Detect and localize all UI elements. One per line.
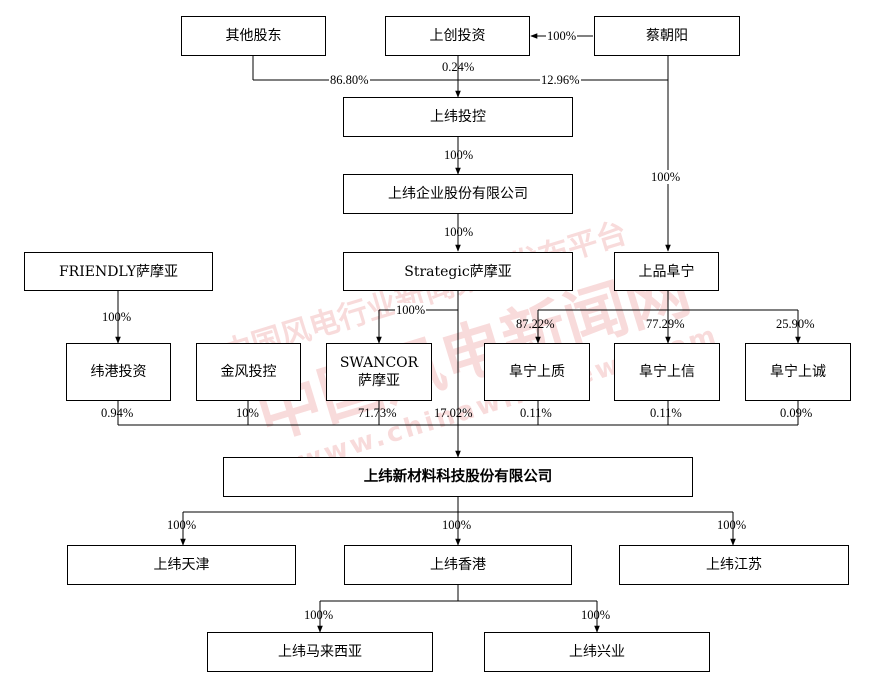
pct-invest-to-enterprise: 100% [444,148,474,162]
box-weigang-invest: 纬港投资 [66,343,171,401]
box-shangpin-funing: 上品阜宁 [614,252,719,291]
pct-main-to-hongkong: 100% [442,518,472,532]
box-shangwei-jiangsu: 上纬江苏 [619,545,849,585]
pct-main-to-tianjin: 100% [167,518,197,532]
pct-strategic-to-swancor: 100% [395,303,427,317]
pct-cai-to-shangpin: 100% [650,170,682,184]
box-jinfeng-holding: 金风投控 [196,343,301,401]
box-shangwei-enterprise: 上纬企业股份有限公司 [343,174,573,214]
pct-main-to-jiangsu: 100% [717,518,747,532]
pct-cai-to-shangchuang: 100% [546,29,578,43]
box-other-shareholders: 其他股东 [181,16,326,56]
pct-other-to-invest: 86.80% [329,73,370,87]
pct-swancor-share: 71.73% [358,406,397,420]
pct-shangpin-to-xin: 77.29% [646,317,685,331]
box-strategic-samoa: Strategic萨摩亚 [343,252,573,291]
box-shangwei-xingye: 上纬兴业 [484,632,710,672]
box-shangchuang-invest: 上创投资 [385,16,530,56]
box-funing-shangcheng: 阜宁上诚 [745,343,851,401]
pct-enterprise-to-strategic: 100% [444,225,474,239]
pct-hk-to-xingye: 100% [581,608,611,622]
pct-friendly-to-weigang: 100% [102,310,132,324]
pct-shangchuang-to-invest: 0.24% [442,60,475,74]
pct-cai-to-invest: 12.96% [540,73,581,87]
box-main-company: 上纬新材料科技股份有限公司 [223,457,693,497]
box-shangwei-invest-holding: 上纬投控 [343,97,573,137]
box-funing-shangxin: 阜宁上信 [614,343,720,401]
box-cai-zhaoyang: 蔡朝阳 [594,16,740,56]
pct-weigang-share: 0.94% [101,406,134,420]
box-friendly-samoa: FRIENDLY萨摩亚 [24,252,213,291]
pct-strategic-share: 17.02% [434,406,473,420]
box-funing-shangzhi: 阜宁上质 [484,343,590,401]
pct-xin-share: 0.11% [650,406,682,420]
pct-jinfeng-share: 10% [236,406,259,420]
box-swancor-samoa: SWANCOR萨摩亚 [326,343,432,401]
box-shangwei-tianjin: 上纬天津 [67,545,296,585]
pct-shangpin-to-cheng: 25.90% [776,317,815,331]
pct-cheng-share: 0.09% [780,406,813,420]
pct-hk-to-malaysia: 100% [304,608,334,622]
pct-zhi-share: 0.11% [520,406,552,420]
pct-shangpin-to-zhi: 87.22% [516,317,555,331]
box-shangwei-hongkong: 上纬香港 [344,545,572,585]
box-shangwei-malaysia: 上纬马来西亚 [207,632,433,672]
